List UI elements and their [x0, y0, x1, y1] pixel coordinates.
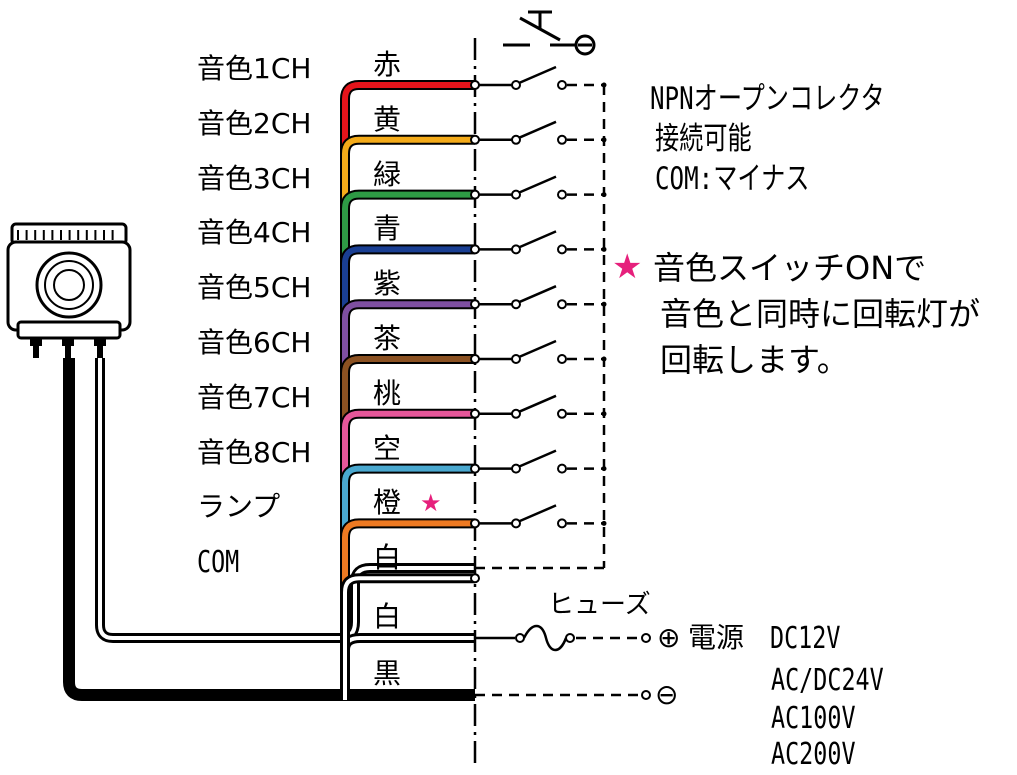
wire-color-label-2: 黄 [373, 102, 402, 136]
wire-color-label-1: 赤 [373, 48, 402, 81]
cable-white-inner [98, 358, 475, 640]
channel-label-6: 音色6CH [197, 326, 312, 359]
wire-9 [342, 520, 475, 700]
cable-black [63, 358, 475, 701]
minus-symbol-icon: ⊖ [655, 678, 679, 711]
plus-symbol-icon: ⊕ [657, 621, 681, 654]
npn-note-line2: 接続可能 [655, 121, 752, 157]
wire-outline-9 [340, 518, 475, 700]
switch-3 [470, 175, 607, 200]
fuse-label: ヒューズ [548, 590, 651, 620]
switches [470, 65, 607, 584]
voltage-ac100v: AC100V [771, 701, 856, 736]
npn-note-line3: COM:マイナス [655, 161, 810, 197]
wire-color-label-6: 茶 [373, 322, 402, 355]
wire-3 [342, 191, 475, 700]
channel-label-5: 音色5CH [197, 271, 312, 305]
wire-color-label-9: 橙 [373, 486, 402, 520]
switch-7 [470, 394, 607, 419]
wire-outline-8 [340, 463, 475, 700]
power-circuit [475, 624, 651, 700]
wire-1 [342, 82, 475, 700]
channel-label-3: 音色3CH [197, 161, 312, 195]
power-white-outline [340, 633, 475, 695]
power-white-inner [343, 636, 475, 695]
wire-color-label-10: 白 [373, 541, 402, 575]
switch-8 [470, 449, 607, 474]
channel-label-1: 音色1CH [197, 52, 312, 85]
voltage-acdc24v: AC/DC24V [771, 663, 884, 698]
wire-8 [342, 465, 475, 700]
wire-7 [342, 410, 475, 700]
voltage-ac200v: AC200V [771, 737, 856, 772]
wire-4 [342, 246, 475, 700]
switch-6 [470, 339, 607, 364]
wire-outline-4 [340, 244, 475, 700]
wire-color-label-5: 紫 [373, 267, 402, 301]
channel-label-8: 音色8CH [197, 435, 312, 469]
switch-5 [470, 285, 607, 310]
wire-color-label-7: 桃 [373, 376, 402, 410]
switch-4 [470, 230, 607, 255]
channel-label-2: 音色2CH [197, 106, 312, 140]
beacon-device-icon [6, 222, 132, 358]
power-wire-black-label: 黒 [373, 657, 402, 690]
star-icon: ★ [612, 247, 643, 287]
wire-outline-1 [340, 80, 475, 700]
switch-2 [470, 120, 607, 145]
npn-note-line1: NPNオープンコレクタ [650, 81, 885, 117]
star-note-line2: 音色と同時に回転灯が [660, 295, 981, 333]
channel-label-9: ランプ [197, 490, 281, 524]
power-wire-white-label: 白 [373, 600, 402, 633]
star-note-line3: 回転します。 [660, 341, 849, 379]
wire-color-label-4: 青 [373, 212, 402, 246]
wire-star-icon: ★ [420, 489, 442, 518]
wire-color-label-8: 空 [373, 431, 402, 465]
channel-wires [340, 80, 475, 700]
channel-label-4: 音色4CH [197, 216, 312, 250]
top-push-switch-icon [503, 10, 596, 56]
power-label: 電源 [688, 621, 745, 654]
channel-label-10: COM [197, 545, 240, 581]
star-note-line1: 音色スイッチONで [653, 249, 927, 287]
wire-5 [342, 301, 475, 700]
wire-outline-3 [340, 189, 475, 700]
wire-10 [343, 576, 475, 700]
switch-1 [470, 65, 607, 90]
wire-color-label-3: 緑 [373, 157, 402, 191]
voltage-dc12v: DC12V [770, 621, 841, 656]
wire-2 [342, 136, 475, 700]
wire-outline-2 [340, 134, 475, 700]
switch-9 [470, 504, 607, 529]
wire-6 [342, 356, 475, 700]
wire-outline-7 [340, 408, 475, 700]
channel-label-7: 音色7CH [197, 380, 312, 414]
